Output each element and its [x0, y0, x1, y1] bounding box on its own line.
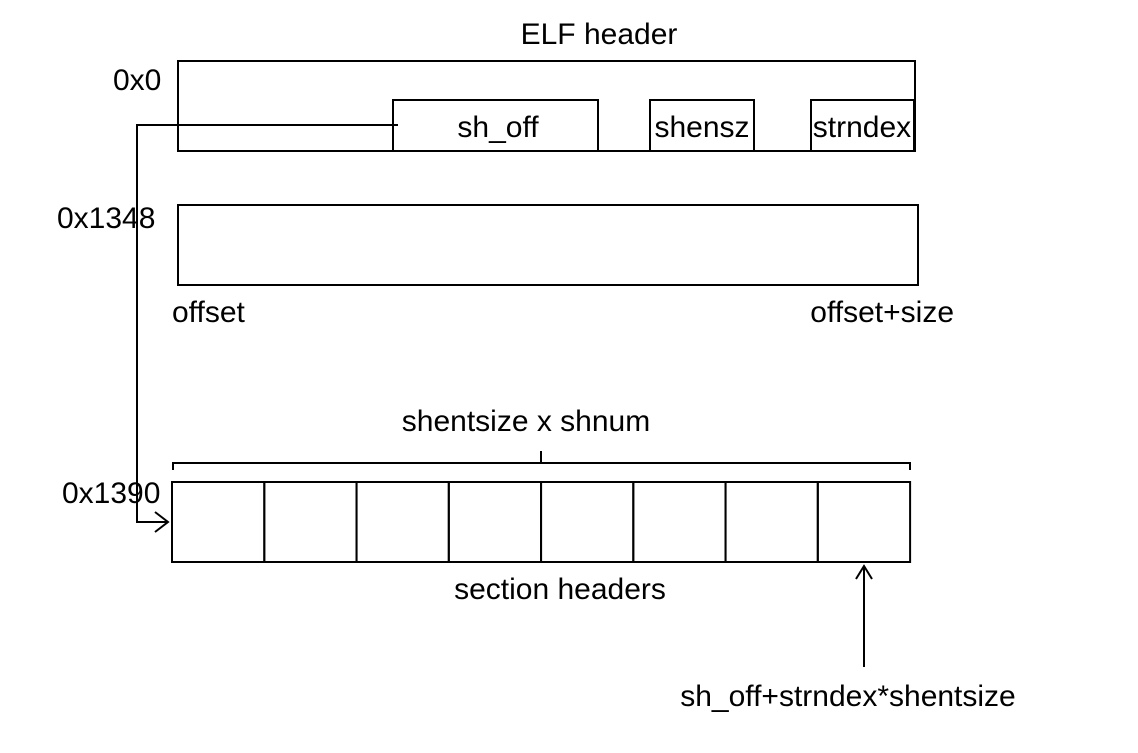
strndex-entry-pointer-arrowhead: [855, 564, 873, 580]
strndex-field-label: strndex: [813, 111, 911, 144]
section-header-entry: [355, 481, 450, 563]
strndex-entry-pointer-label: sh_off+strndex*shentsize: [680, 680, 1016, 713]
section-end-label: offset+size: [810, 296, 954, 329]
sh-off-field-label: sh_off: [457, 111, 539, 144]
section-header-entry: [263, 481, 358, 563]
section-headers-brace: [172, 451, 911, 470]
section-headers-address: 0x1390: [62, 477, 160, 510]
section-header-entry: [540, 481, 635, 563]
section-address: 0x1348: [57, 202, 155, 235]
sh-off-pointer-line: [136, 124, 398, 523]
elf-header-address: 0x0: [113, 64, 161, 97]
elf-header-title: ELF header: [521, 18, 678, 51]
sh-off-pointer-arrowhead: [154, 511, 170, 533]
shensz-field-box: [649, 99, 755, 152]
shensz-field-label: shensz: [654, 111, 749, 144]
elf-header-box: [177, 60, 916, 152]
section-header-entry: [171, 481, 266, 563]
strndex-field-box: [810, 99, 915, 152]
section-header-entry: [447, 481, 543, 563]
section-header-entries: [171, 481, 912, 563]
section-headers-label: section headers: [454, 573, 666, 606]
section-header-entry: [816, 481, 912, 563]
section-box: [177, 204, 919, 286]
section-header-entry: [632, 481, 727, 563]
section-offset-label: offset: [172, 296, 245, 329]
section-header-entry: [724, 481, 819, 563]
section-headers-size-label: shentsize x shnum: [402, 405, 650, 438]
